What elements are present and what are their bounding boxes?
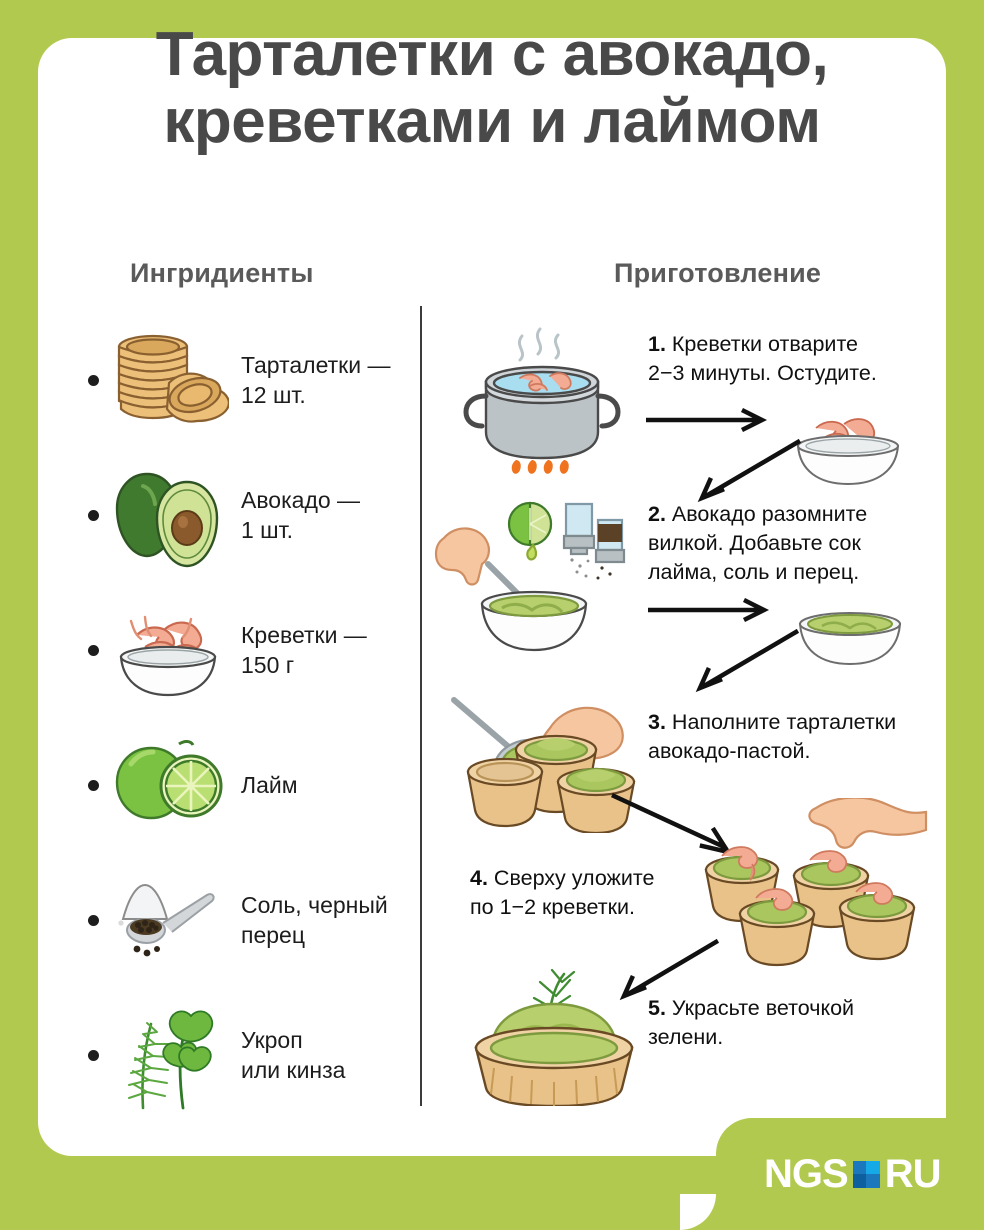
list-item: Креветки — 150 г bbox=[88, 588, 408, 712]
list-item: Тарталетки — 12 шт. bbox=[88, 318, 408, 442]
arrow-down-left-1 bbox=[692, 436, 802, 511]
list-item-label: Авокадо — 1 шт. bbox=[241, 486, 361, 543]
bullet-icon bbox=[88, 644, 99, 656]
salt-pepper-icon bbox=[107, 861, 229, 979]
title-line-2: креветками и лаймом bbox=[163, 86, 821, 156]
bullet-icon bbox=[88, 779, 99, 791]
arrow-right-2 bbox=[647, 597, 778, 627]
list-item-label: Соль, черный перец bbox=[241, 891, 388, 948]
step-2-body: Авокадо разомните вилкой. Добавьте сок л… bbox=[648, 502, 868, 584]
ingredients-heading: Ингридиенты bbox=[130, 258, 314, 288]
logo-square-q3 bbox=[852, 1174, 867, 1188]
bullet-icon bbox=[88, 509, 99, 521]
logo-notch bbox=[680, 1194, 716, 1230]
shrimp-bowl-illustration bbox=[788, 392, 908, 497]
shrimp-bowl-icon bbox=[107, 591, 229, 709]
bullet-icon bbox=[88, 374, 99, 386]
top-with-shrimp-illustration bbox=[668, 796, 968, 973]
list-item-label: Тарталетки — 12 шт. bbox=[241, 351, 391, 408]
step-2-text: 2. Авокадо разомните вилкой. Добавьте со… bbox=[648, 500, 928, 586]
avocado-icon bbox=[107, 456, 229, 574]
step-5-body: Украсьте веточкой зелени. bbox=[648, 996, 855, 1049]
step-1-body: Креветки отварите 2−3 минуты. Остудите. bbox=[648, 332, 877, 385]
step-5-text: 5. Украсьте веточкой зелени. bbox=[648, 994, 928, 1052]
column-divider bbox=[420, 306, 422, 1106]
boiling-pot-illustration bbox=[442, 312, 642, 497]
steps-heading: Приготовление bbox=[614, 258, 822, 288]
fill-tartlets-illustration bbox=[440, 668, 650, 838]
page-title: Тарталетки с авокадо, креветками и лаймо… bbox=[38, 20, 946, 156]
step-4-body: Сверху уложите по 1−2 креветки. bbox=[470, 866, 655, 919]
lime-icon bbox=[107, 726, 229, 844]
list-item: Лайм bbox=[88, 723, 408, 847]
logo-square-q1 bbox=[852, 1160, 867, 1174]
step-3-number: 3. bbox=[648, 710, 666, 734]
final-tartlet-illustration bbox=[452, 956, 672, 1111]
ngs-logo[interactable]: NGS RU bbox=[716, 1118, 984, 1230]
arrow-down-left-2 bbox=[690, 626, 800, 701]
arrow-right-1 bbox=[645, 407, 776, 437]
list-item: Авокадо — 1 шт. bbox=[88, 453, 408, 577]
arrow-down-left-3 bbox=[612, 938, 722, 1009]
logo-ngs-text: NGS bbox=[764, 1152, 849, 1196]
bullet-icon bbox=[88, 914, 99, 926]
list-item: Соль, черный перец bbox=[88, 858, 408, 982]
step-3-body: Наполните тарталетки авокадо-пастой. bbox=[648, 710, 897, 763]
tartlets-icon bbox=[107, 321, 230, 439]
list-item: Укроп или кинза bbox=[88, 993, 408, 1117]
guacamole-bowl-illustration bbox=[790, 580, 910, 675]
bullet-icon bbox=[88, 1049, 99, 1061]
logo-square-q4 bbox=[866, 1174, 880, 1188]
herbs-icon bbox=[107, 996, 229, 1114]
logo-square-icon bbox=[852, 1160, 880, 1188]
step-4-text: 4. Сверху уложите по 1−2 креветки. bbox=[470, 864, 700, 922]
title-line-1: Тарталетки с авокадо, bbox=[155, 20, 829, 89]
step-5-number: 5. bbox=[648, 996, 666, 1020]
step-1-text: 1. Креветки отварите 2−3 минуты. Остудит… bbox=[648, 330, 928, 388]
step-2-number: 2. bbox=[648, 502, 666, 526]
step-1-number: 1. bbox=[648, 332, 666, 356]
mash-avocado-illustration bbox=[430, 482, 630, 667]
list-item-label: Лайм bbox=[241, 771, 298, 798]
step-4-number: 4. bbox=[470, 866, 488, 890]
ingredients-list: Тарталетки — 12 шт. Авокадо — 1 шт. bbox=[88, 318, 408, 1128]
logo-ru-text: RU bbox=[884, 1152, 942, 1196]
list-item-label: Укроп или кинза bbox=[241, 1026, 346, 1083]
list-item-label: Креветки — 150 г bbox=[241, 621, 367, 678]
logo-inner: NGS RU bbox=[764, 1152, 942, 1196]
logo-square-q2 bbox=[866, 1160, 880, 1174]
step-3-text: 3. Наполните тарталетки авокадо-пастой. bbox=[648, 708, 938, 766]
